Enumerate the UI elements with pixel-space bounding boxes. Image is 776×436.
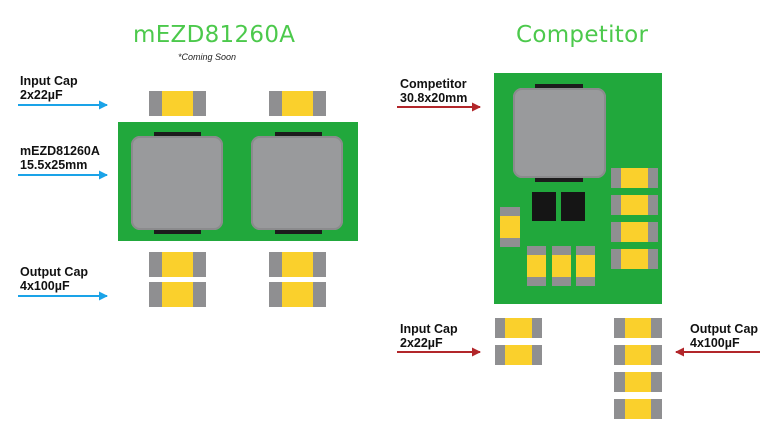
right-board-capacitor: [611, 222, 658, 242]
inductor-pad: [275, 132, 322, 138]
right-board-capacitor: [576, 246, 595, 286]
left-output-cap-label: Output Cap 4x100µF: [20, 265, 88, 293]
right-output-cap-label-name: Output Cap: [690, 322, 759, 336]
right-board-capacitor: [527, 246, 546, 286]
left-output-capacitor: [149, 252, 206, 277]
right-board-capacitor: [552, 246, 571, 286]
left-output-cap-label-name: Output Cap: [20, 265, 89, 279]
left-input-capacitor: [149, 91, 206, 116]
inductor-pad: [154, 228, 201, 234]
right-output-cap-label: Output Cap 4x100µF: [690, 322, 758, 350]
right-board-capacitor: [611, 168, 658, 188]
left-input-cap-label: Input Cap 2x22µF: [20, 74, 78, 102]
right-output-capacitor: [614, 318, 662, 338]
right-module-label: Competitor 30.8x20mm: [400, 77, 467, 105]
left-module-label-size: 15.5x25mm: [20, 158, 88, 172]
right-title: Competitor: [516, 22, 649, 48]
right-board-capacitor: [611, 249, 658, 269]
right-input-cap-label-name: Input Cap: [400, 322, 458, 336]
right-input-cap-label-value: 2x22µF: [400, 336, 443, 350]
left-input-cap-label-value: 2x22µF: [20, 88, 63, 102]
left-output-capacitor: [269, 282, 326, 307]
right-output-cap-label-value: 4x100µF: [690, 336, 740, 350]
left-inductor-2: [251, 136, 343, 230]
right-input-capacitor: [495, 345, 542, 365]
left-input-capacitor: [269, 91, 326, 116]
right-module-label-name: Competitor: [400, 77, 467, 91]
left-inductor-1: [131, 136, 223, 230]
inductor-pad: [535, 84, 583, 90]
right-input-capacitor: [495, 318, 542, 338]
right-output-capacitor: [614, 345, 662, 365]
right-mosfet-1: [532, 192, 556, 221]
right-module-label-size: 30.8x20mm: [400, 91, 468, 105]
left-output-cap-label-value: 4x100µF: [20, 279, 70, 293]
right-inductor: [513, 88, 606, 178]
right-board-capacitor: [500, 207, 520, 247]
left-title: mEZD81260A: [133, 22, 296, 48]
inductor-pad: [154, 132, 201, 138]
right-output-capacitor: [614, 399, 662, 419]
left-input-cap-label-name: Input Cap: [20, 74, 78, 88]
right-board-capacitor: [611, 195, 658, 215]
inductor-pad: [535, 176, 583, 182]
left-output-capacitor: [149, 282, 206, 307]
right-mosfet-2: [561, 192, 585, 221]
inductor-pad: [275, 228, 322, 234]
left-module-label: mEZD81260A 15.5x25mm: [20, 144, 100, 172]
right-input-cap-label: Input Cap 2x22µF: [400, 322, 458, 350]
left-subtitle: *Coming Soon: [178, 52, 237, 62]
left-output-capacitor: [269, 252, 326, 277]
right-output-capacitor: [614, 372, 662, 392]
left-module-label-name: mEZD81260A: [20, 144, 100, 158]
